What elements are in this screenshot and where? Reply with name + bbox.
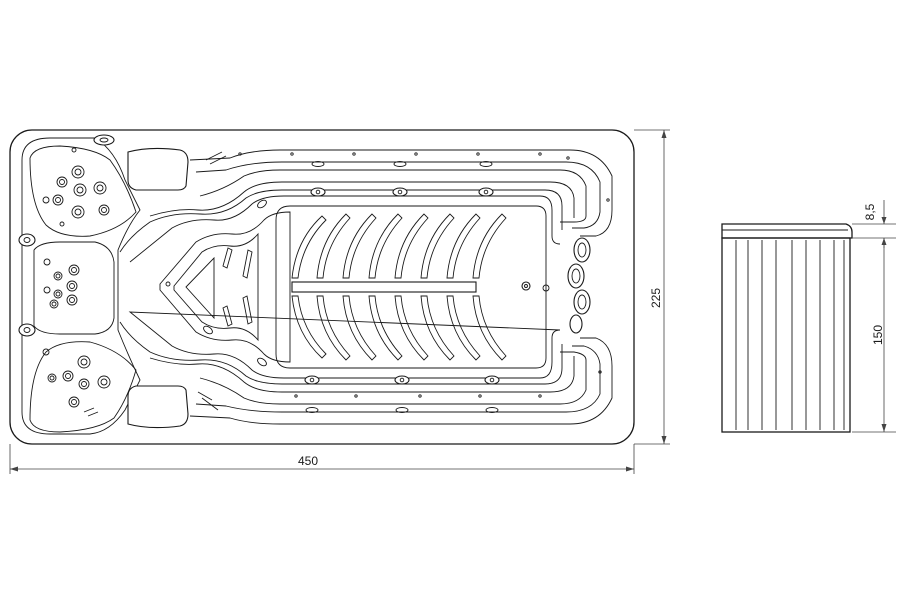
bench-inner-line <box>159 211 291 363</box>
height-label: 150 <box>871 325 885 345</box>
swim-jets <box>567 237 591 334</box>
bench-jets <box>165 151 267 411</box>
wedge-detail <box>185 256 215 320</box>
side-view <box>721 223 853 433</box>
dimension-lip: 8,5 <box>852 200 896 248</box>
top-view <box>9 129 635 445</box>
length-label: 450 <box>298 454 318 468</box>
jets-bottom-left <box>42 348 111 417</box>
dimension-height: 150 <box>852 238 896 433</box>
bench-contour <box>128 195 561 379</box>
seat-contour-left <box>21 137 141 435</box>
headrest-top <box>127 147 189 191</box>
headrest-bottom <box>127 385 189 429</box>
outer-shell <box>9 129 635 445</box>
jets-middle-left <box>43 258 80 309</box>
wall-jets-bottom <box>294 198 610 413</box>
seat-top-left <box>29 145 137 237</box>
control-panel-icon <box>93 134 115 146</box>
wall-jets-top <box>238 152 570 197</box>
lane-step-1 <box>189 149 613 425</box>
side-cabinet <box>721 237 851 433</box>
floor-drain <box>521 281 531 291</box>
lane-step-3 <box>199 169 587 405</box>
jets-top-left <box>42 147 110 227</box>
dimension-length: 450 <box>9 444 635 474</box>
side-lip <box>721 223 853 239</box>
seat-bottom-left <box>29 341 137 433</box>
cabinet-panels <box>735 240 845 430</box>
lane-step-4 <box>149 181 575 393</box>
floor-ribs-bottom <box>222 295 507 361</box>
floor-ribs-top <box>222 213 507 279</box>
width-label: 225 <box>649 288 663 308</box>
seat-middle-left <box>33 241 115 335</box>
lane-step-5 <box>119 189 563 385</box>
dimension-width: 225 <box>634 129 670 445</box>
floor-outline <box>275 205 547 369</box>
floor-drain-bar <box>291 281 477 293</box>
lip-label: 8,5 <box>863 203 877 220</box>
pillow-left-top <box>18 233 36 247</box>
lane-step-2 <box>195 161 601 413</box>
pillow-left-bottom <box>18 323 36 337</box>
side-fitting <box>542 284 550 292</box>
bench-inner-line-2 <box>173 232 259 342</box>
